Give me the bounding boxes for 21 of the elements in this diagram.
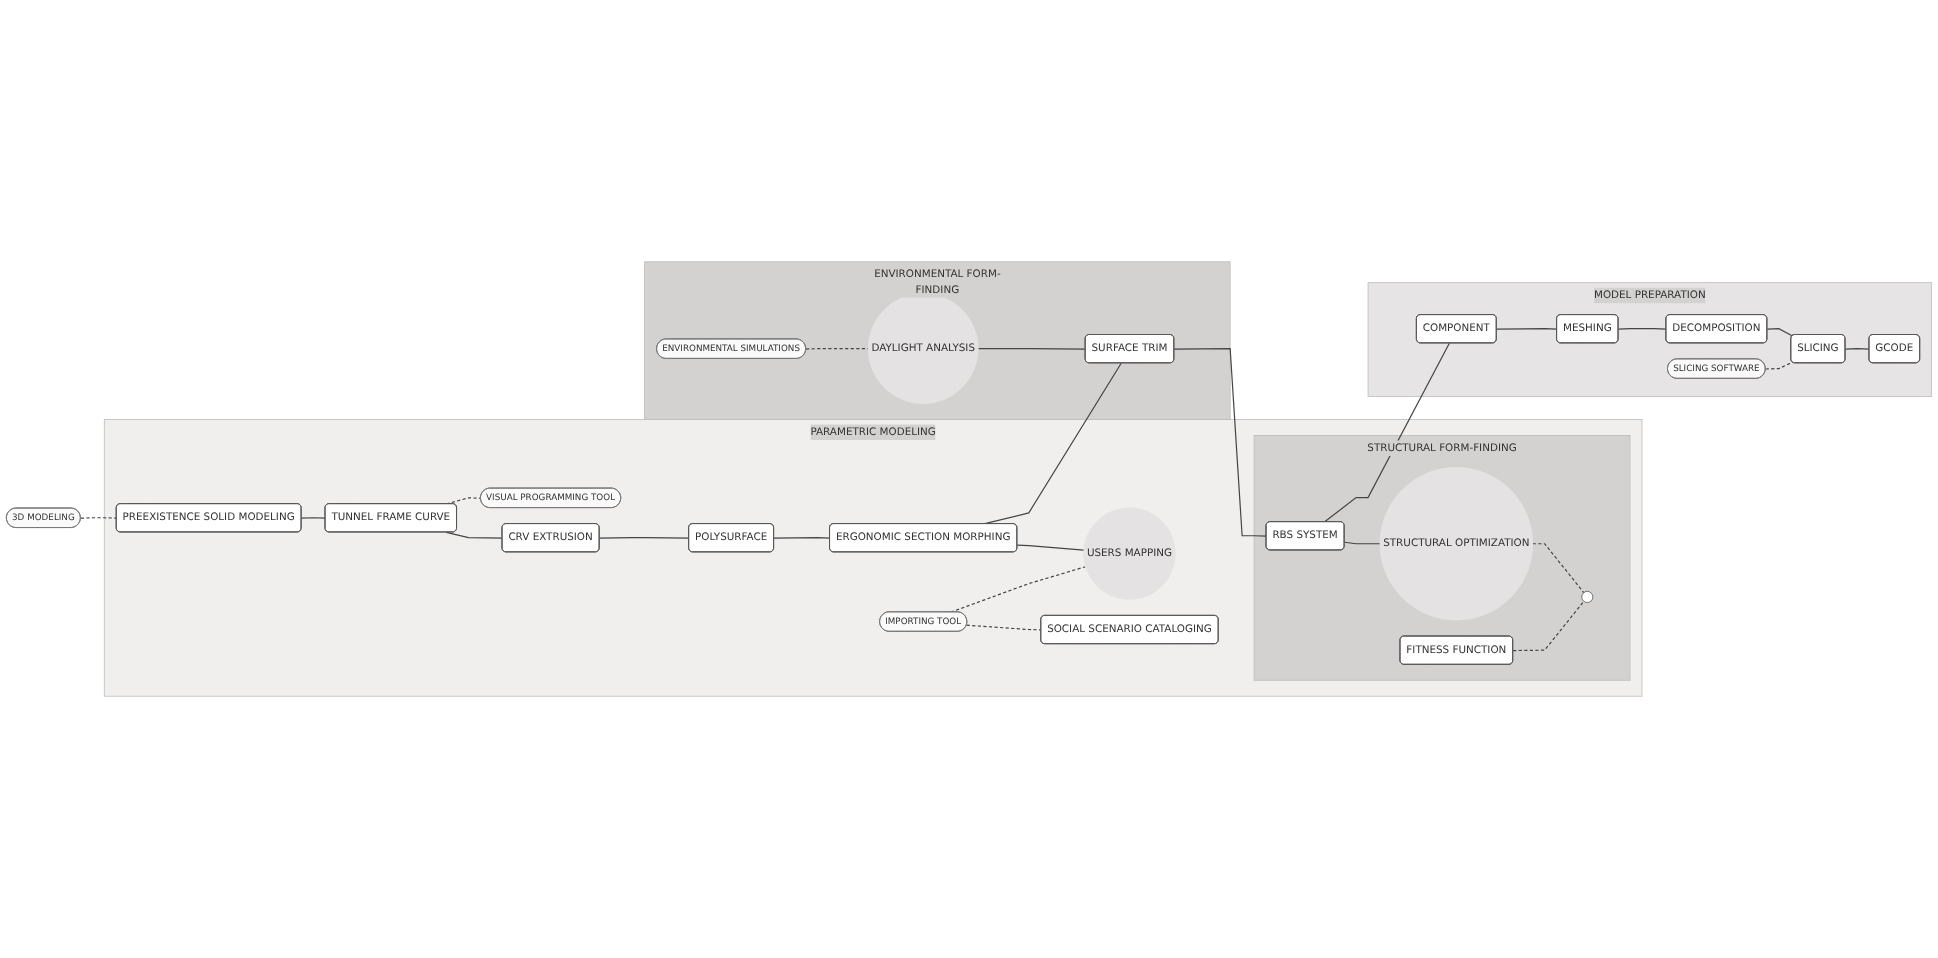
connector <box>445 531 503 539</box>
connector <box>773 537 831 539</box>
connector <box>1343 541 1381 545</box>
connector <box>300 517 326 519</box>
node-circle <box>1581 591 1594 603</box>
connector <box>966 624 1042 631</box>
connector <box>805 348 869 350</box>
connector <box>598 537 690 539</box>
connector <box>1496 328 1558 330</box>
connector <box>1617 328 1667 330</box>
connector <box>1844 348 1870 350</box>
connector <box>950 566 1087 613</box>
connector <box>977 348 1087 350</box>
connector <box>983 362 1122 525</box>
connector <box>1016 544 1085 551</box>
connector <box>1173 348 1268 537</box>
connector <box>80 517 118 519</box>
connector <box>1323 342 1450 523</box>
connector <box>1766 328 1794 337</box>
connector <box>1532 543 1585 594</box>
connector <box>1512 600 1585 652</box>
